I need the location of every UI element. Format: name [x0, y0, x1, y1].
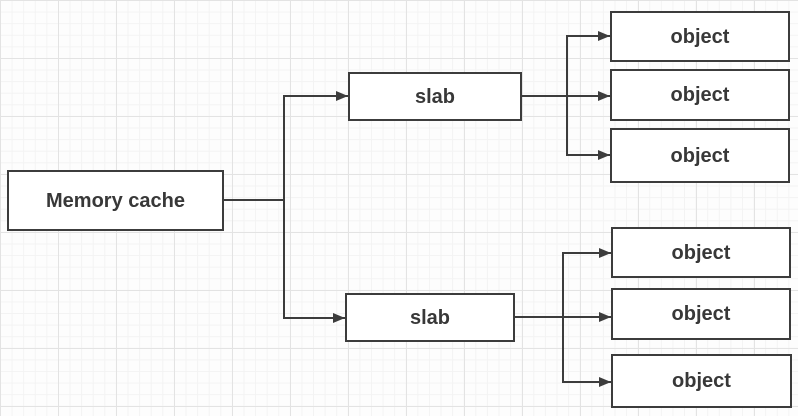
node-object-6: object [611, 354, 792, 408]
node-object-3-label: object [670, 144, 730, 167]
edge-slab-1-to-object-3 [522, 95, 610, 160]
node-object-5: object [611, 288, 791, 340]
edge-slab-2-to-object-4 [514, 248, 611, 318]
node-object-4-label: object [671, 241, 731, 264]
node-slab-1: slab [348, 72, 522, 121]
edge-memory-cache-to-slab-2 [224, 199, 345, 323]
node-slab-2-label: slab [409, 306, 451, 329]
node-slab-1-label: slab [414, 85, 456, 108]
node-object-2-label: object [670, 84, 730, 106]
node-object-3: object [610, 128, 790, 183]
node-object-1: object [610, 11, 790, 62]
node-slab-2: slab [345, 293, 515, 342]
edge-memory-cache-to-slab-1 [224, 91, 348, 201]
node-memory-cache-label: Memory cache [46, 189, 185, 212]
node-object-5-label: object [671, 303, 731, 325]
node-memory-cache: Memory cache [7, 170, 224, 231]
node-object-1-label: object [670, 25, 730, 48]
edge-slab-2-to-object-6 [514, 316, 611, 387]
node-object-2: object [610, 69, 790, 121]
edge-slab-1-to-object-1 [522, 31, 610, 97]
node-object-4: object [611, 227, 791, 278]
node-object-6-label: object [672, 370, 731, 392]
